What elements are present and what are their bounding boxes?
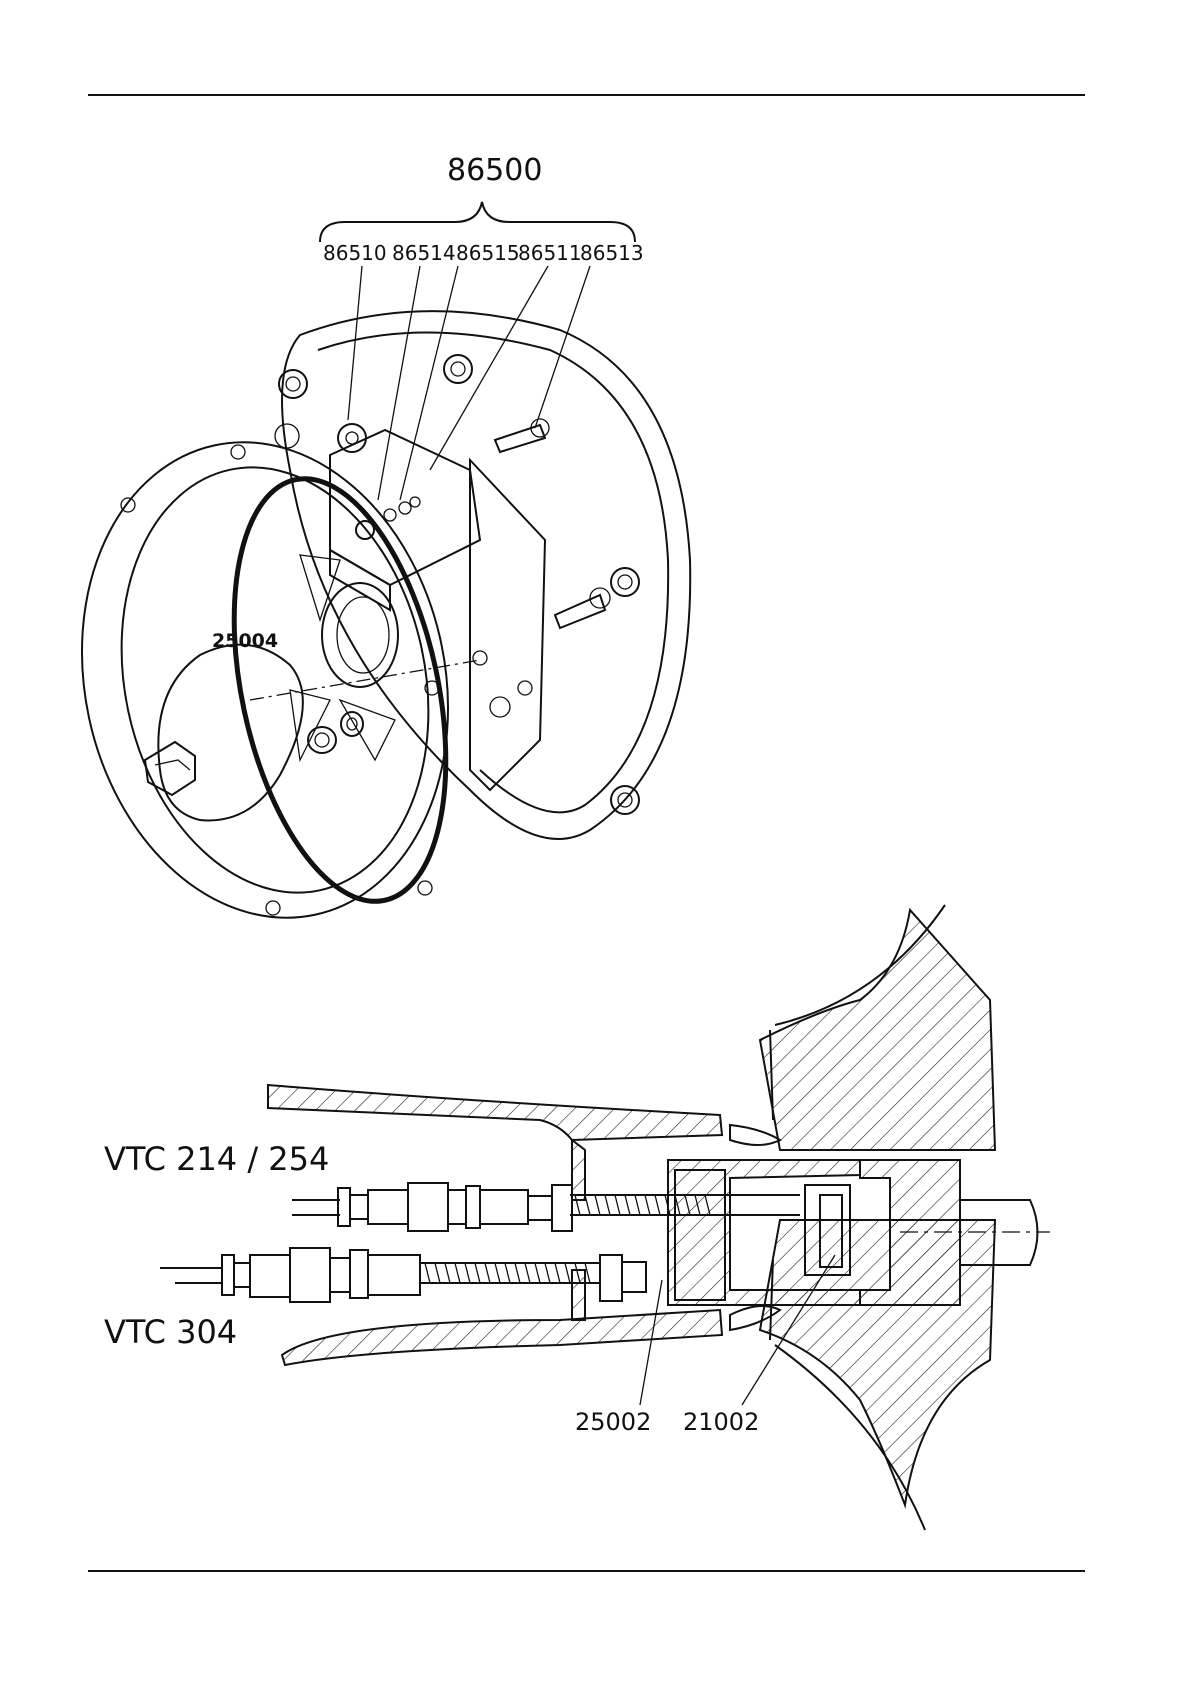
mounting-block	[330, 424, 480, 610]
casing-section	[268, 905, 1050, 1530]
part-label-86510: 86510	[323, 241, 387, 265]
group-label: 86500	[447, 153, 542, 188]
part-label-25002: 25002	[575, 1408, 651, 1436]
group-brace	[320, 202, 635, 242]
part-label-86513: 86513	[580, 241, 644, 265]
tool-upper	[292, 1183, 572, 1231]
part-label-86511: 86511	[518, 241, 582, 265]
part-label-21002: 21002	[683, 1408, 759, 1436]
variant-top-label: VTC 214 / 254	[104, 1140, 329, 1178]
rear-housing	[275, 311, 690, 839]
cone-label: 25004	[212, 630, 278, 652]
variant-bottom-label: VTC 304	[104, 1313, 237, 1351]
front-flange	[39, 408, 491, 952]
nose-cone	[145, 645, 303, 821]
part-label-86514: 86514	[392, 241, 456, 265]
leader-25002	[640, 1280, 662, 1405]
part-label-86515: 86515	[456, 241, 520, 265]
